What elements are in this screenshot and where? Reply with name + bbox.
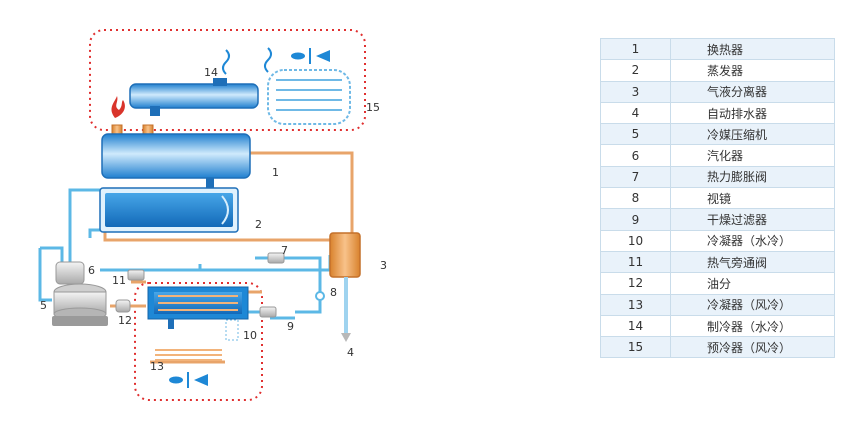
label-1: 1 <box>272 166 279 179</box>
legend-component-name: 干燥过滤器 <box>670 208 835 231</box>
fan-icon <box>291 48 330 64</box>
sight-glass <box>315 291 325 301</box>
legend-component-name: 预冷器（风冷） <box>670 336 835 359</box>
legend-component-name: 气液分离器 <box>670 80 835 103</box>
compressor <box>52 283 108 326</box>
evaporator <box>99 187 239 233</box>
legend-number: 3 <box>600 80 671 103</box>
legend-component-name: 蒸发器 <box>670 59 835 82</box>
label-8: 8 <box>330 286 337 299</box>
legend-number: 4 <box>600 101 671 125</box>
legend-component-name: 冷凝器（风冷） <box>670 293 835 316</box>
flame-icon <box>111 96 125 118</box>
expansion-valve <box>267 252 285 264</box>
legend-component-name: 油分 <box>670 272 835 295</box>
vaporizer <box>55 261 85 285</box>
legend-component-name: 制冷器（水冷） <box>670 314 835 338</box>
label-14: 14 <box>204 66 218 79</box>
legend-component-name: 汽化器 <box>670 144 835 167</box>
air-precool-zone <box>89 29 366 131</box>
heat-exchanger <box>101 124 251 188</box>
gas-liquid-separator <box>329 232 361 278</box>
label-15: 15 <box>366 101 380 114</box>
water-condenser <box>147 286 249 341</box>
legend-number: 13 <box>600 293 671 316</box>
hot-gas-bypass-valve <box>127 269 145 281</box>
condenser-zone <box>134 282 263 401</box>
label-3: 3 <box>380 259 387 272</box>
legend-component-name: 热力膨胀阀 <box>670 165 835 189</box>
legend-component-name: 视镜 <box>670 187 835 210</box>
oil-separator <box>115 299 131 313</box>
legend-component-name: 换热器 <box>670 37 835 61</box>
label-4: 4 <box>347 346 354 359</box>
fan-icon <box>169 372 208 388</box>
steam-wave-icon <box>222 49 230 75</box>
legend-number: 14 <box>600 314 671 338</box>
legend-number: 11 <box>600 250 671 274</box>
label-12: 12 <box>118 314 132 327</box>
airflow-wave-icon <box>264 47 272 73</box>
label-11: 11 <box>112 274 126 287</box>
legend-component-name: 冷凝器（水冷） <box>670 229 835 252</box>
legend-number: 2 <box>600 59 671 82</box>
legend-number: 9 <box>600 208 671 231</box>
legend-component-name: 自动排水器 <box>670 101 835 125</box>
label-13: 13 <box>150 360 164 373</box>
air-condenser-coil <box>155 349 222 361</box>
legend-number: 7 <box>600 165 671 189</box>
legend-number: 8 <box>600 187 671 210</box>
label-6: 6 <box>88 264 95 277</box>
water-chiller-tube <box>129 83 259 109</box>
refrigeration-diagram: 1 2 3 4 5 6 7 8 9 10 11 12 13 14 15 <box>38 29 387 401</box>
legend-number: 12 <box>600 272 671 295</box>
dryer-filter <box>259 306 277 318</box>
label-2: 2 <box>255 218 262 231</box>
legend-number: 5 <box>600 123 671 146</box>
legend-number: 15 <box>600 336 671 359</box>
label-7: 7 <box>281 244 288 257</box>
legend-component-name: 热气旁通阀 <box>670 250 835 274</box>
label-9: 9 <box>287 320 294 333</box>
auto-drain <box>341 277 351 342</box>
legend-number: 6 <box>600 144 671 167</box>
label-5: 5 <box>40 299 47 312</box>
label-10: 10 <box>243 329 257 342</box>
legend-component-name: 冷媒压缩机 <box>670 123 835 146</box>
legend-number: 1 <box>600 37 671 61</box>
pre-cooler-coil <box>267 69 351 125</box>
legend-number: 10 <box>600 229 671 252</box>
